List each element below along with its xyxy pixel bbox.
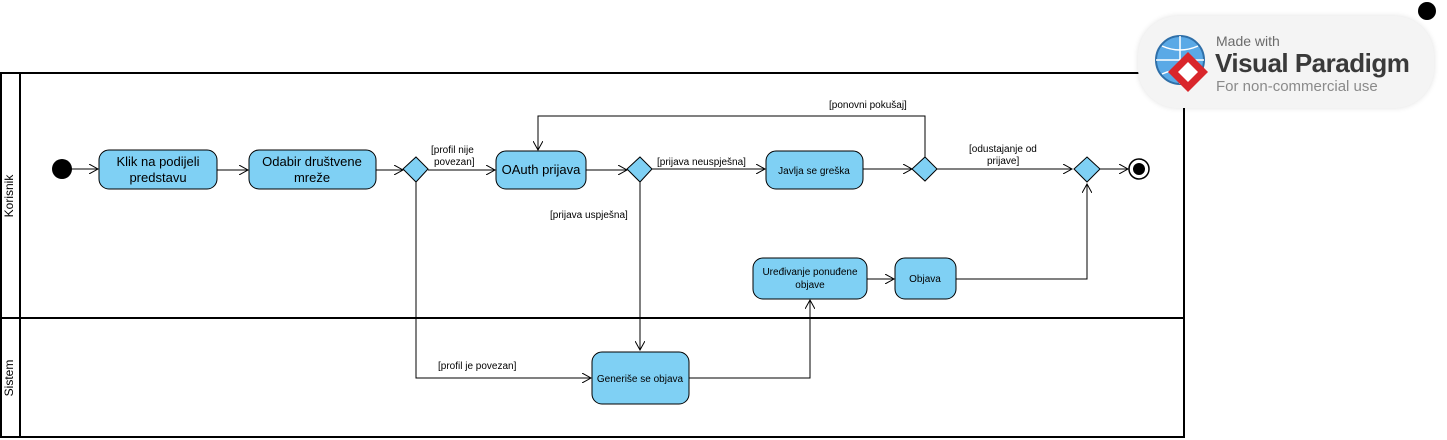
- flow-publish-to-merge: [956, 184, 1087, 280]
- flow-generate-to-edit: [689, 300, 810, 379]
- activity-error: Javlja se greška: [765, 150, 864, 190]
- activity-publish-label: Objava: [909, 274, 941, 285]
- guard-give-up-line1: [odustajanje od: [969, 144, 1037, 155]
- watermark-line2: Visual Paradigm: [1215, 48, 1410, 78]
- lane-label-user: Korisnik: [2, 174, 16, 218]
- activity-publish: Objava: [894, 257, 957, 300]
- flow-connected: [415, 182, 591, 378]
- guard-connected: [profil je povezan]: [438, 361, 517, 372]
- activity-share-click: Klik na podijeli predstavu: [98, 149, 218, 190]
- final-node: [1128, 158, 1150, 180]
- guard-not-connected-line2: povezan]: [434, 157, 475, 168]
- guard-not-connected-line1: [profil nije: [431, 145, 474, 156]
- initial-node: [52, 159, 72, 179]
- corner-dot: [1418, 2, 1436, 20]
- activity-edit-post: Uređivanje ponuđene objave: [752, 257, 868, 300]
- activity-oauth-label: OAuth prijava: [502, 162, 582, 177]
- guard-login-failed: [prijava neuspješna]: [657, 157, 746, 168]
- activity-choose-network-line1: Odabir društvene: [262, 154, 362, 169]
- watermark-line1: Made with: [1216, 33, 1280, 49]
- swimlane-frame: [0, 72, 1185, 438]
- lane-label-system: Sistem: [2, 360, 16, 397]
- decision-login: [626, 156, 653, 183]
- watermark-badge: Made with Visual Paradigm For non-commer…: [1138, 16, 1434, 108]
- activity-generate: Generiše se objava: [591, 351, 690, 405]
- guard-login-success: [prijava uspješna]: [550, 210, 628, 221]
- control-flows: [71, 115, 1128, 379]
- activity-error-label: Javlja se greška: [778, 166, 850, 177]
- activity-edit-post-line1: Uređivanje ponuđene: [762, 267, 858, 278]
- activity-generate-label: Generiše se objava: [597, 374, 684, 385]
- merge-node: [1073, 156, 1101, 183]
- activity-choose-network-line2: mreže: [294, 170, 330, 185]
- decision-retry: [911, 156, 938, 182]
- activity-choose-network: Odabir društvene mreže: [248, 149, 377, 190]
- activity-edit-post-line2: objave: [795, 280, 825, 291]
- watermark-line3: For non-commercial use: [1216, 78, 1378, 95]
- guard-give-up-line2: prijave]: [987, 156, 1019, 167]
- activity-oauth: OAuth prijava: [495, 150, 587, 190]
- flow-retry: [538, 115, 926, 157]
- guard-retry: [ponovni pokušaj]: [829, 100, 907, 111]
- decision-profile: [402, 156, 429, 183]
- visual-paradigm-logo-icon: [1155, 35, 1208, 92]
- activity-share-click-line1: Klik na podijeli: [116, 154, 199, 169]
- activity-share-click-line2: predstavu: [129, 170, 186, 185]
